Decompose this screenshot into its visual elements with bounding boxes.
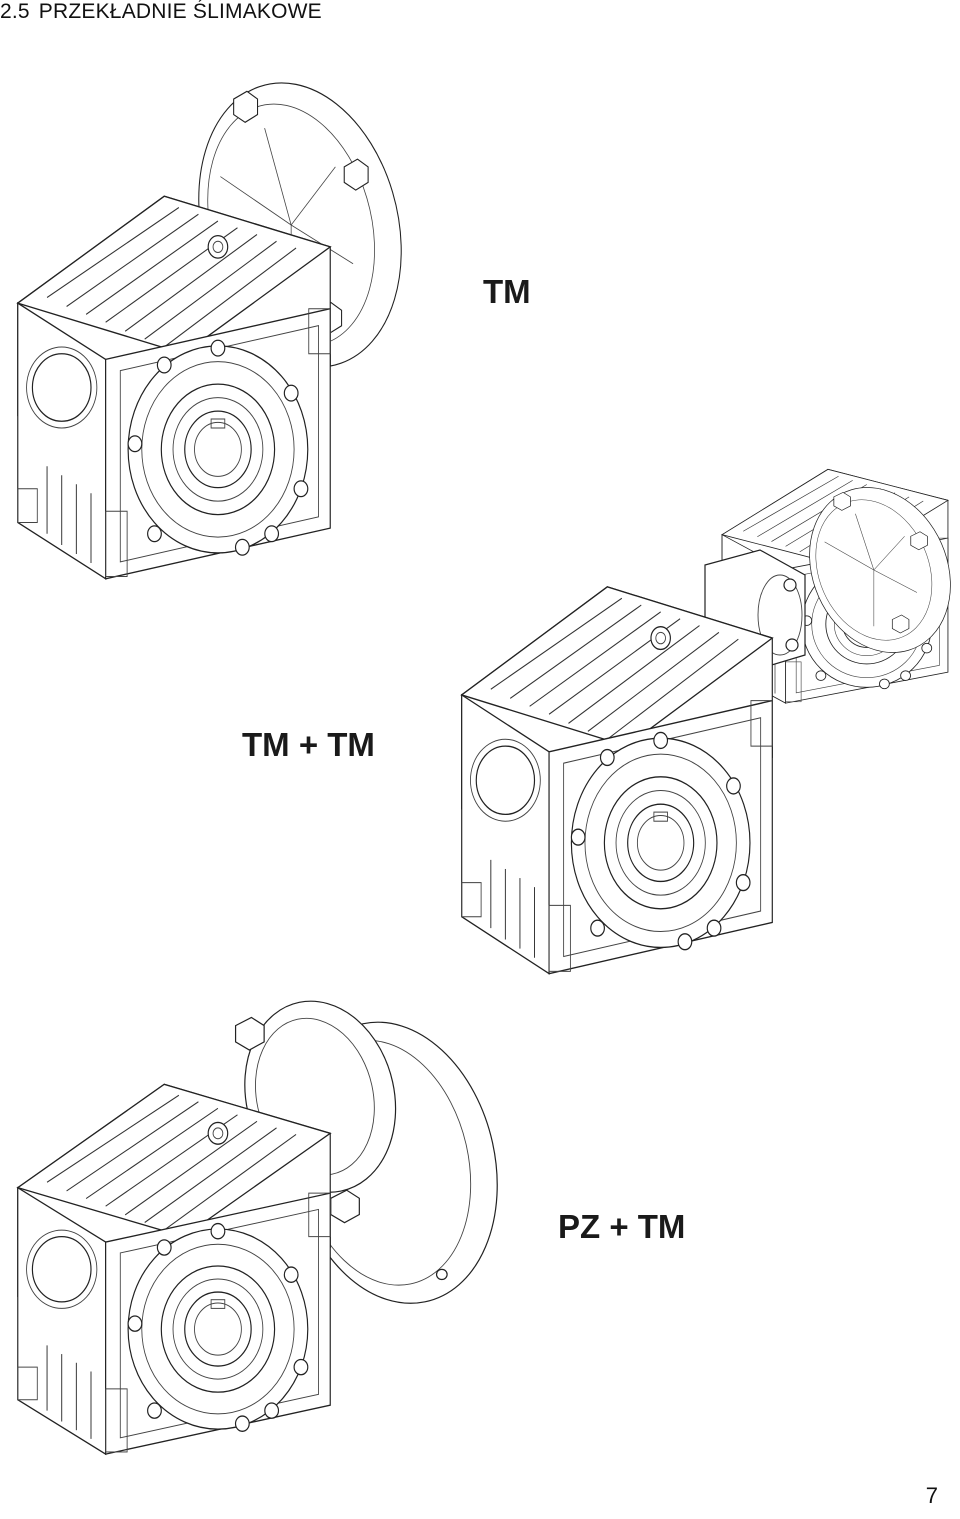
figure-label-tm: TM (483, 273, 531, 310)
input-flange-drawing (800, 480, 960, 660)
section-title: PRZEKŁADNIE ŚLIMAKOWE (38, 0, 322, 23)
section-number: 2.5 (0, 0, 30, 23)
figure-label-tm-tm: TM + TM (242, 726, 375, 763)
page-number: 7 (925, 1483, 938, 1508)
worm-gearbox-drawing-2 (452, 530, 782, 985)
worm-gearbox-drawing-3 (8, 1030, 340, 1465)
figure-label-pz-tm: PZ + TM (558, 1208, 686, 1245)
worm-gearbox-drawing-1 (8, 140, 340, 590)
section-heading: 2.5 PRZEKŁADNIE ŚLIMAKOWE (0, 0, 322, 24)
